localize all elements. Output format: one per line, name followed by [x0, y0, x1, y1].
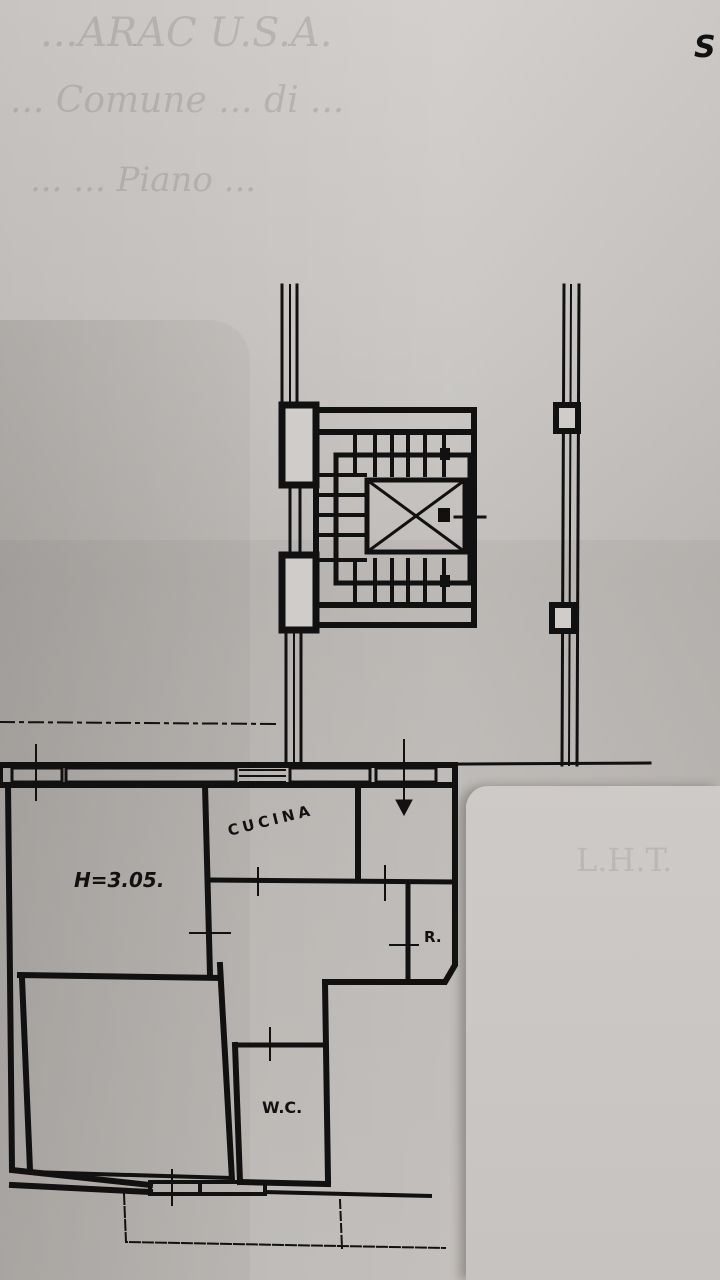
faded-header-line-2: ... Comune ... di ... [10, 80, 345, 121]
door-ticks [171, 865, 419, 1206]
corner-letter: S [694, 30, 716, 65]
stairwell [278, 401, 487, 634]
room-label-height: H=3.05. [74, 868, 165, 892]
room-label-storage: R. [424, 928, 442, 946]
faded-header-line-3: ... ... Piano ... [30, 160, 257, 200]
bottom-wall [8, 1180, 447, 1250]
apartment-walls [4, 781, 458, 1189]
faded-header-line-1: ...ARAC U.S.A. [40, 10, 333, 56]
left-column-lines [280, 283, 303, 767]
right-column-lines [549, 283, 581, 767]
lot-line [0, 720, 282, 726]
apartment-top-wall [0, 739, 458, 817]
overlapping-sheet: L.H.T. [466, 786, 720, 1280]
overlap-sheet-faint-text: L.H.T. [576, 841, 673, 879]
room-label-wc: W.C. [262, 1098, 303, 1117]
